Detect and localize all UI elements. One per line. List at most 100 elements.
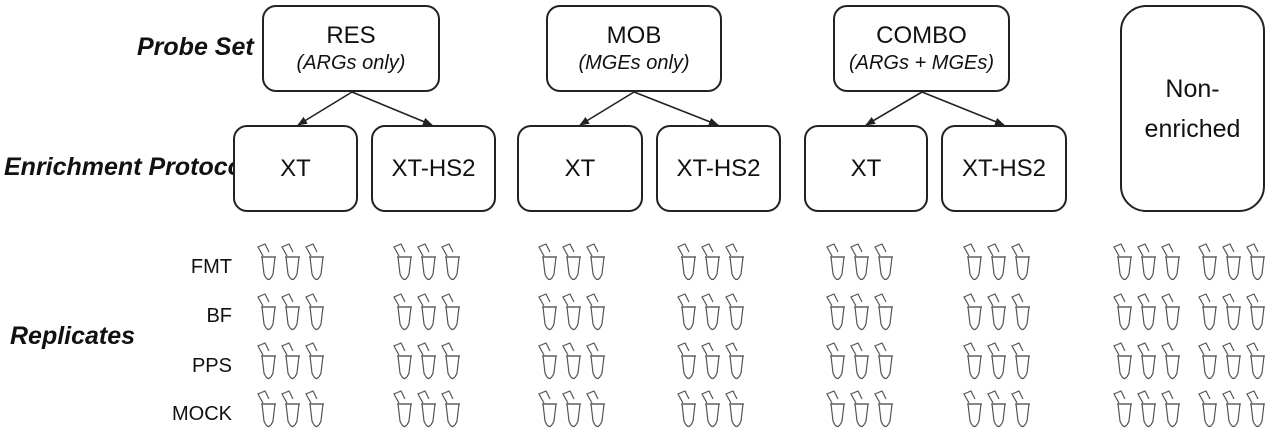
- microcentrifuge-tube-icon: [1198, 342, 1217, 380]
- microcentrifuge-tube-icon: [677, 342, 696, 380]
- replicate-tubes: [257, 243, 1265, 428]
- microcentrifuge-tube-icon: [305, 243, 324, 281]
- microcentrifuge-tube-icon: [417, 390, 436, 428]
- microcentrifuge-tube-icon: [562, 293, 581, 331]
- microcentrifuge-tube-icon: [1137, 243, 1156, 281]
- microcentrifuge-tube-icon: [586, 390, 605, 428]
- probe-set-name: COMBO: [876, 21, 967, 49]
- microcentrifuge-tube-icon: [725, 390, 744, 428]
- microcentrifuge-tube-icon: [305, 342, 324, 380]
- microcentrifuge-tube-icon: [417, 293, 436, 331]
- arrow-res-to-xt: [297, 91, 353, 126]
- probe-set-description: (MGEs only): [578, 51, 690, 74]
- sample-label-pps: PPS: [191, 355, 232, 377]
- arrow-res-to-xt-hs2: [351, 91, 433, 126]
- microcentrifuge-tube-icon: [826, 293, 845, 331]
- microcentrifuge-tube-icon: [874, 342, 893, 380]
- microcentrifuge-tube-icon: [393, 243, 412, 281]
- microcentrifuge-tube-icon: [417, 342, 436, 380]
- microcentrifuge-tube-icon: [441, 293, 460, 331]
- microcentrifuge-tube-icon: [1198, 390, 1217, 428]
- protocol-name: XT-HS2: [676, 154, 761, 182]
- microcentrifuge-tube-icon: [963, 243, 982, 281]
- microcentrifuge-tube-icon: [826, 342, 845, 380]
- microcentrifuge-tube-icon: [850, 243, 869, 281]
- connector-arrows: [297, 91, 1005, 126]
- microcentrifuge-tube-icon: [393, 390, 412, 428]
- microcentrifuge-tube-icon: [281, 342, 300, 380]
- microcentrifuge-tube-icon: [393, 342, 412, 380]
- microcentrifuge-tube-icon: [1011, 342, 1030, 380]
- arrow-mob-to-xt-hs2: [633, 91, 719, 126]
- microcentrifuge-tube-icon: [987, 293, 1006, 331]
- microcentrifuge-tube-icon: [850, 390, 869, 428]
- replicates-row-label: Replicates: [10, 322, 136, 350]
- enrichment-protocol-row-label: Enrichment Protocol: [4, 153, 250, 181]
- protocol-combo-xt-hs2-box: XT-HS2: [941, 125, 1067, 212]
- microcentrifuge-tube-icon: [963, 342, 982, 380]
- non-enriched-box: Non-enriched: [1120, 5, 1265, 212]
- protocol-res-xt-hs2-box: XT-HS2: [371, 125, 496, 212]
- microcentrifuge-tube-icon: [987, 390, 1006, 428]
- microcentrifuge-tube-icon: [305, 390, 324, 428]
- microcentrifuge-tube-icon: [257, 390, 276, 428]
- microcentrifuge-tube-icon: [701, 293, 720, 331]
- microcentrifuge-tube-icon: [677, 243, 696, 281]
- microcentrifuge-tube-icon: [1161, 390, 1180, 428]
- microcentrifuge-tube-icon: [1222, 342, 1241, 380]
- microcentrifuge-tube-icon: [393, 293, 412, 331]
- microcentrifuge-tube-icon: [1246, 293, 1265, 331]
- microcentrifuge-tube-icon: [1011, 293, 1030, 331]
- microcentrifuge-tube-icon: [257, 243, 276, 281]
- microcentrifuge-tube-icon: [441, 390, 460, 428]
- probe-set-row-label: Probe Set: [137, 33, 254, 61]
- protocol-name: XT: [850, 154, 882, 182]
- microcentrifuge-tube-icon: [677, 390, 696, 428]
- probe-set-description: (ARGs only): [296, 51, 406, 74]
- protocol-mob-xt-box: XT: [517, 125, 643, 212]
- microcentrifuge-tube-icon: [1161, 243, 1180, 281]
- sample-label-bf: BF: [206, 305, 232, 327]
- microcentrifuge-tube-icon: [441, 243, 460, 281]
- sample-label-mock: MOCK: [172, 403, 232, 425]
- protocol-name: XT: [280, 154, 311, 182]
- microcentrifuge-tube-icon: [963, 390, 982, 428]
- microcentrifuge-tube-icon: [987, 243, 1006, 281]
- microcentrifuge-tube-icon: [1113, 243, 1132, 281]
- microcentrifuge-tube-icon: [305, 293, 324, 331]
- microcentrifuge-tube-icon: [1113, 293, 1132, 331]
- microcentrifuge-tube-icon: [586, 293, 605, 331]
- microcentrifuge-tube-icon: [1198, 293, 1217, 331]
- microcentrifuge-tube-icon: [1161, 293, 1180, 331]
- microcentrifuge-tube-icon: [874, 243, 893, 281]
- microcentrifuge-tube-icon: [257, 342, 276, 380]
- microcentrifuge-tube-icon: [538, 293, 557, 331]
- protocol-combo-xt-box: XT: [804, 125, 928, 212]
- microcentrifuge-tube-icon: [677, 293, 696, 331]
- microcentrifuge-tube-icon: [562, 243, 581, 281]
- microcentrifuge-tube-icon: [987, 342, 1006, 380]
- microcentrifuge-tube-icon: [281, 390, 300, 428]
- microcentrifuge-tube-icon: [441, 342, 460, 380]
- microcentrifuge-tube-icon: [874, 390, 893, 428]
- microcentrifuge-tube-icon: [417, 243, 436, 281]
- probe-set-description: (ARGs + MGEs): [848, 51, 994, 74]
- probe-set-res-box: RES (ARGs only): [262, 5, 440, 92]
- microcentrifuge-tube-icon: [701, 243, 720, 281]
- microcentrifuge-tube-icon: [281, 243, 300, 281]
- microcentrifuge-tube-icon: [586, 342, 605, 380]
- microcentrifuge-tube-icon: [963, 293, 982, 331]
- protocol-name: XT-HS2: [391, 154, 476, 182]
- protocol-name: XT-HS2: [961, 154, 1047, 182]
- microcentrifuge-tube-icon: [1161, 342, 1180, 380]
- microcentrifuge-tube-icon: [725, 342, 744, 380]
- sample-label-fmt: FMT: [190, 256, 232, 278]
- arrow-combo-to-xt: [865, 91, 923, 126]
- microcentrifuge-tube-icon: [538, 243, 557, 281]
- probe-set-mob-box: MOB (MGEs only): [546, 5, 722, 92]
- protocol-res-xt-box: XT: [233, 125, 358, 212]
- microcentrifuge-tube-icon: [538, 390, 557, 428]
- microcentrifuge-tube-icon: [1011, 390, 1030, 428]
- arrow-mob-to-xt: [579, 91, 635, 126]
